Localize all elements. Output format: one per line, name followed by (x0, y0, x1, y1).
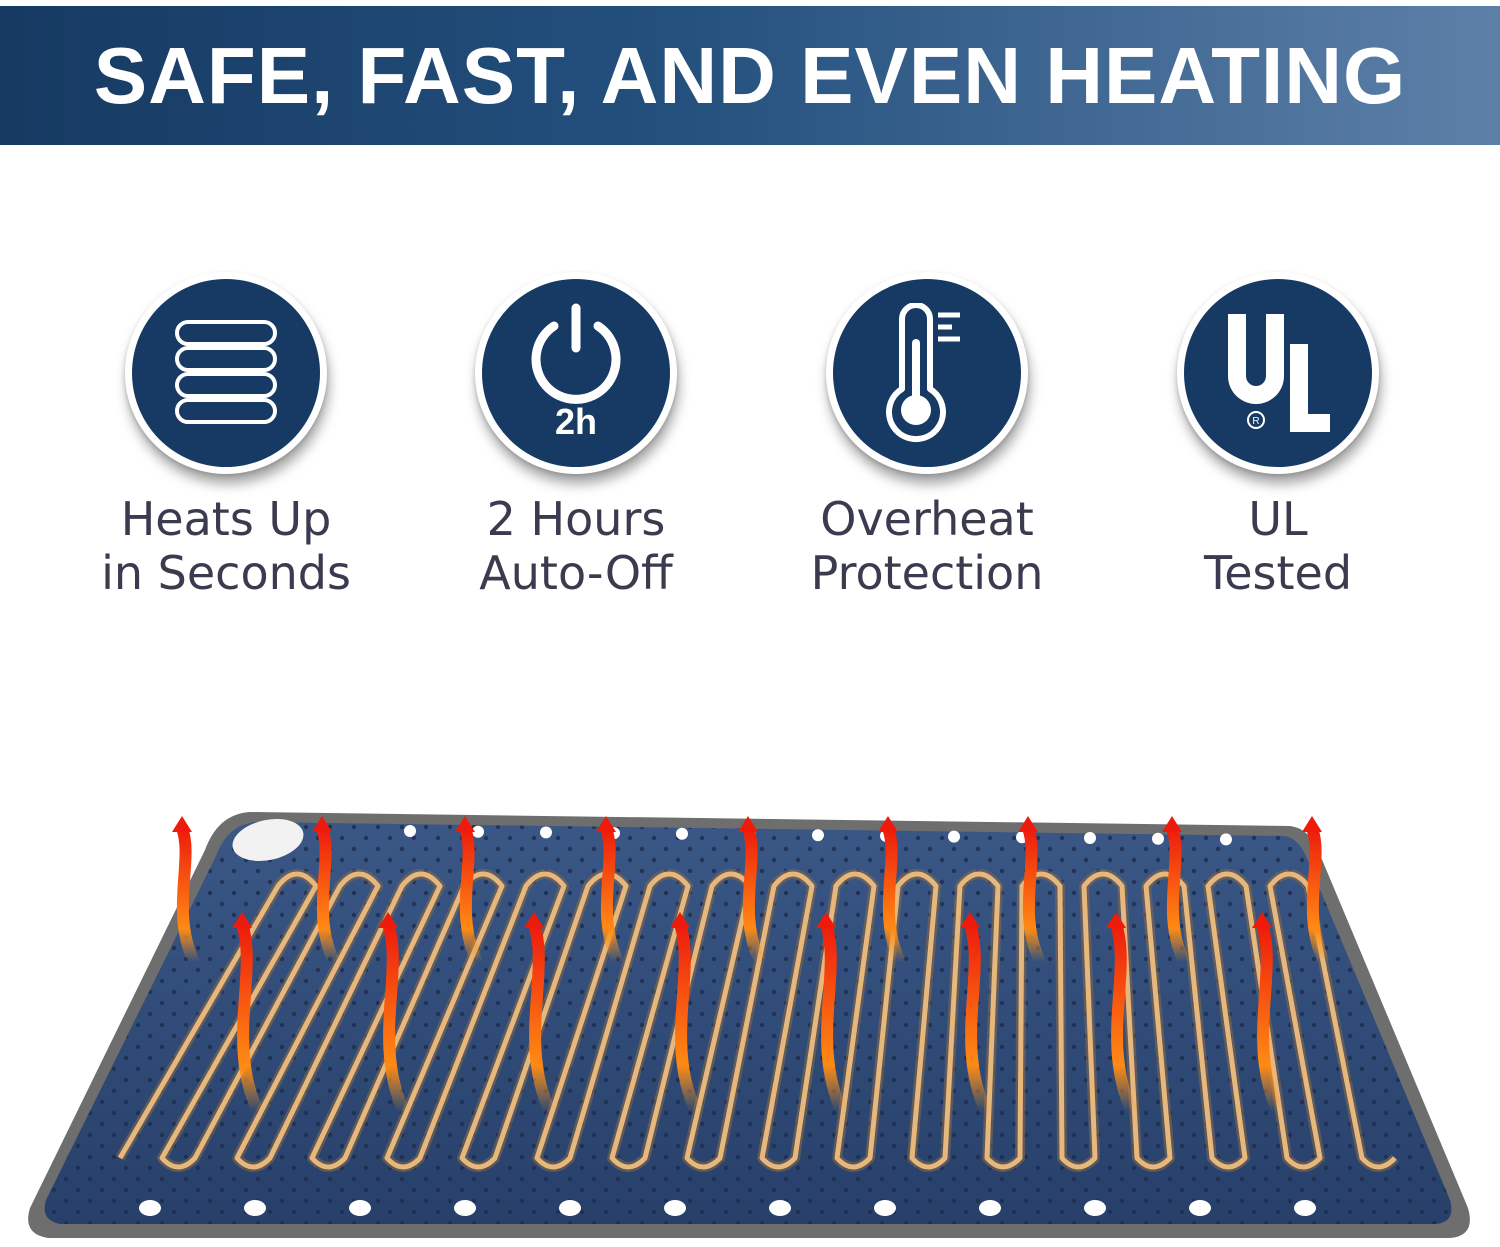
snap-button (874, 1200, 896, 1216)
feature-badge: R (1177, 272, 1379, 474)
feature-heats-up: Heats Up in Seconds (56, 272, 396, 600)
snap-button (769, 1200, 791, 1216)
snap-button (454, 1200, 476, 1216)
snap-button (812, 829, 824, 842)
heating-wire (115, 869, 1399, 1172)
heating-pad-illustration (28, 812, 1470, 1238)
power-timer-icon: 2h (531, 303, 621, 442)
snap-button (404, 825, 416, 837)
heat-arrow (1106, 912, 1138, 1118)
snap-button (559, 1200, 581, 1216)
heat-arrow (816, 912, 848, 1118)
heat-arrow (312, 816, 340, 968)
heat-arrow (232, 912, 264, 1118)
snap-button (1152, 832, 1164, 845)
pad-snap-buttons (139, 825, 1316, 1216)
feature-auto-off: 2h 2 Hours Auto-Off (406, 272, 746, 600)
heat-arrow (1162, 816, 1190, 968)
heat-arrow (455, 816, 483, 968)
heat-arrow (596, 816, 624, 968)
snap-button (139, 1200, 161, 1216)
feature-label-line1: Heats Up (120, 492, 332, 546)
feature-label-line1: Overheat (820, 492, 1034, 546)
ul-mark-icon: R (1228, 314, 1330, 432)
layers-icon (175, 320, 277, 424)
heat-arrow (670, 912, 702, 1118)
feature-badge (826, 272, 1028, 474)
feature-label-line1: 2 Hours (486, 492, 666, 546)
snap-button (349, 1200, 371, 1216)
heat-arrow (524, 912, 556, 1118)
banner-title: SAFE, FAST, AND EVEN HEATING (93, 30, 1407, 120)
snap-button (1294, 1200, 1316, 1216)
svg-text:R: R (1252, 416, 1259, 427)
badge-2h-text: 2h (555, 401, 597, 442)
feature-overheat: Overheat Protection (757, 272, 1097, 600)
heat-arrow (1302, 816, 1330, 968)
thermometer-icon (886, 303, 960, 443)
snap-button (472, 825, 484, 838)
snap-button (948, 830, 960, 843)
heat-arrow (960, 912, 992, 1118)
heat-arrow (378, 912, 410, 1118)
controller-connector (232, 819, 304, 861)
snap-button (1084, 832, 1096, 844)
snap-button (244, 1200, 266, 1216)
feature-label-line2: Tested (1203, 546, 1353, 600)
snap-button (540, 826, 552, 839)
heat-arrows (172, 816, 1330, 1118)
feature-label-line1: UL (1248, 492, 1308, 546)
heat-arrow (738, 816, 766, 968)
feature-badge: 2h (475, 272, 677, 474)
heat-arrow (172, 816, 200, 968)
feature-label-line2: Auto-Off (479, 546, 673, 600)
snap-button (1084, 1200, 1106, 1216)
header-banner: SAFE, FAST, AND EVEN HEATING (0, 6, 1500, 145)
snap-button (676, 827, 688, 840)
snap-button (664, 1200, 686, 1216)
heat-arrow (1252, 912, 1284, 1118)
snap-button (1220, 833, 1232, 846)
heating-wire-line (117, 871, 1397, 1170)
feature-label-line2: Protection (810, 546, 1044, 600)
feature-badge (125, 272, 327, 474)
heat-arrow (878, 816, 906, 968)
snap-button (1189, 1200, 1211, 1216)
snap-button (979, 1200, 1001, 1216)
feature-ul-tested: R UL Tested (1108, 272, 1448, 600)
heat-arrow (1018, 816, 1046, 968)
feature-label-line2: in Seconds (101, 546, 351, 600)
